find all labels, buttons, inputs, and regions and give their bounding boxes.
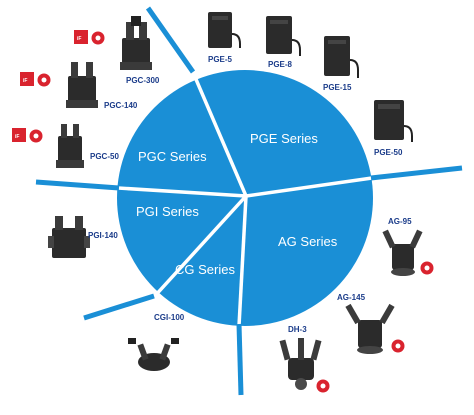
- outer-divider-left: [35, 179, 120, 191]
- product-label-pge-15: PGE-15: [323, 83, 352, 92]
- product-label-ag-145: AG-145: [337, 293, 366, 302]
- product-label-pge-5: PGE-5: [208, 55, 233, 64]
- product-label-pgc-300: PGC-300: [126, 76, 160, 85]
- outer-divider-top: [145, 6, 196, 74]
- product-label-pge-8: PGE-8: [268, 60, 293, 69]
- product-label-dh-3: DH-3: [288, 325, 307, 334]
- red-dot-award-icon: [420, 261, 434, 275]
- product-label-pgc-50: PGC-50: [90, 152, 119, 161]
- cgi-100-gripper-icon: [128, 338, 179, 371]
- red-dot-award-icon: [91, 31, 105, 45]
- dh-3-gripper-icon: [279, 338, 322, 390]
- svg-text:iF: iF: [77, 36, 81, 42]
- award-badges-pgc-140: iF: [20, 72, 51, 87]
- product-label-pgc-140: PGC-140: [104, 101, 138, 110]
- if-design-award-icon: iF: [20, 72, 34, 86]
- outer-divider-bottom: [236, 323, 244, 396]
- svg-text:iF: iF: [15, 134, 19, 140]
- red-dot-award-icon: [29, 129, 43, 143]
- divider-left: [117, 186, 247, 198]
- pgc-50-gripper-icon: [56, 124, 84, 168]
- series-label-pge: PGE Series: [250, 131, 318, 146]
- series-label-cg: CG Series: [175, 262, 235, 277]
- divider-right: [245, 176, 373, 198]
- product-label-pgi-140: PGI-140: [88, 231, 118, 240]
- outer-dividers: [35, 6, 463, 396]
- series-label-pgc: PGC Series: [138, 149, 207, 164]
- pge-15-gripper-icon: [324, 36, 359, 78]
- outer-divider-right: [370, 165, 463, 181]
- pge-8-gripper-icon: [266, 16, 301, 56]
- ag-145-gripper-icon: [345, 303, 395, 354]
- divider-top: [190, 69, 248, 197]
- red-dot-award-icon: [37, 73, 51, 87]
- series-label-ag: AG Series: [278, 234, 338, 249]
- series-label-pgi: PGI Series: [136, 204, 199, 219]
- pgi-140-gripper-icon: [48, 216, 90, 258]
- product-label-ag-95: AG-95: [388, 217, 412, 226]
- outer-divider-lower-left: [83, 293, 155, 321]
- product-label-cgi-100: CGI-100: [154, 313, 185, 322]
- award-badges-pgc-50: iF: [12, 128, 43, 143]
- divider-lower-left: [151, 194, 248, 300]
- if-design-award-icon: iF: [12, 128, 26, 142]
- svg-text:iF: iF: [23, 78, 27, 84]
- award-badges-pgc-300: iF: [74, 30, 105, 45]
- pge-5-gripper-icon: [208, 12, 241, 48]
- red-dot-award-icon: [391, 339, 405, 353]
- product-label-pge-50: PGE-50: [374, 148, 403, 157]
- if-design-award-icon: iF: [74, 30, 88, 44]
- ag-95-gripper-icon: [382, 229, 423, 276]
- divider-bottom: [237, 195, 248, 327]
- pge-50-gripper-icon: [374, 100, 413, 142]
- series-dividers: [117, 69, 373, 327]
- pgc-300-gripper-icon: [120, 16, 152, 70]
- red-dot-award-icon: [316, 379, 330, 393]
- pgc-140-gripper-icon: [66, 62, 98, 108]
